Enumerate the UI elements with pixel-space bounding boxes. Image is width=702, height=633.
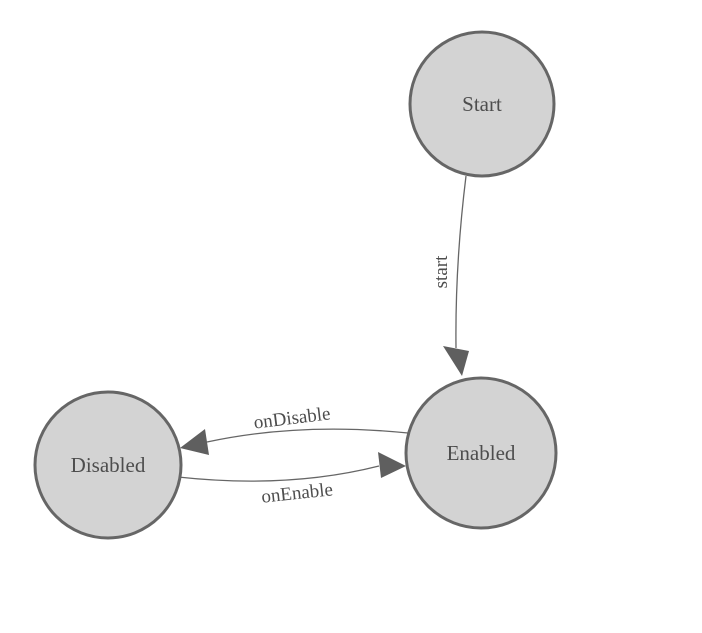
state-circle-enabled xyxy=(404,376,558,530)
state-node-disabled: Disabled xyxy=(33,390,183,540)
edge-label-start: start xyxy=(431,255,452,288)
state-circle-start xyxy=(408,30,556,178)
edge-onenable-line xyxy=(177,465,380,482)
edge-enabled-to-disabled: onDisable xyxy=(180,403,409,455)
edge-ondisable-line xyxy=(206,428,409,443)
state-circle-disabled xyxy=(33,390,183,540)
edge-start-line xyxy=(455,175,467,349)
edge-disabled-to-enabled: onEnable xyxy=(177,452,406,508)
arrowhead-right-icon xyxy=(378,452,406,478)
state-label-start: Start xyxy=(462,92,502,116)
state-node-start: Start xyxy=(408,30,556,178)
arrowhead-left-icon xyxy=(180,429,209,455)
state-label-disabled: Disabled xyxy=(71,453,146,477)
state-node-enabled: Enabled xyxy=(404,376,558,530)
arrowhead-down-icon xyxy=(443,346,469,376)
edge-start-to-enabled: start xyxy=(431,175,469,376)
edge-label-onenable: onEnable xyxy=(260,479,334,507)
state-label-enabled: Enabled xyxy=(447,441,516,465)
